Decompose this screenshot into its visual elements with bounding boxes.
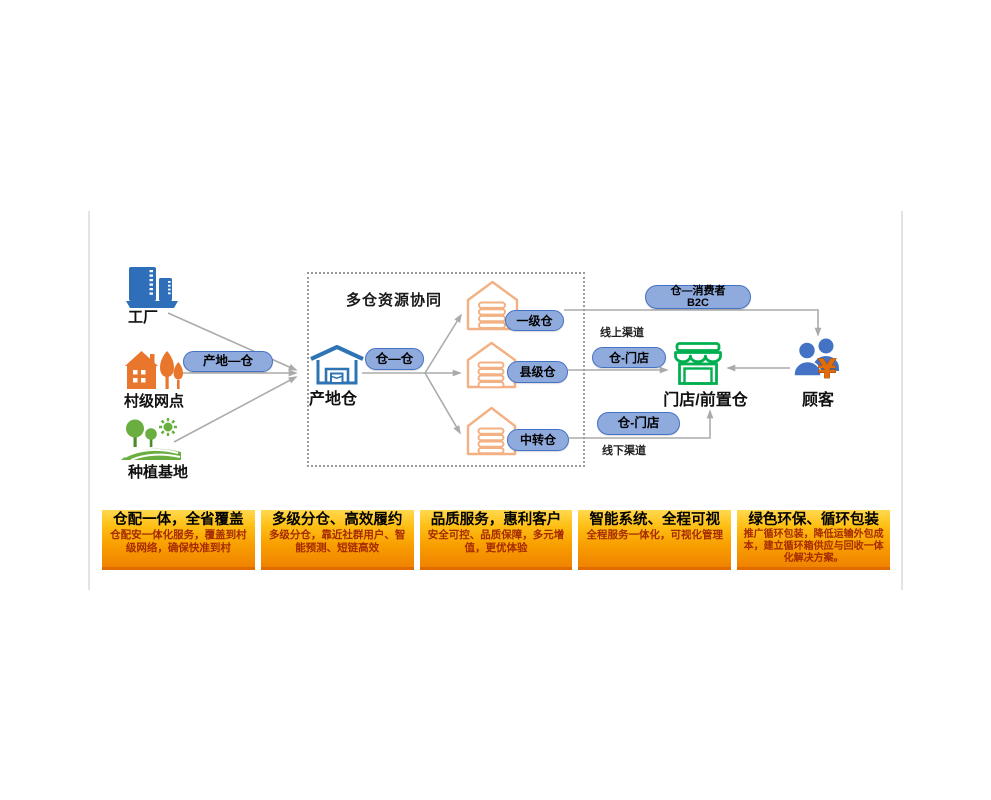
benefit-box-2: 多级分仓、高效履约 多级分仓，靠近社群用户、智能预测、短链高效 (260, 510, 414, 570)
benefit-title: 仓配一体，全省覆盖 (113, 512, 244, 528)
benefit-title: 多级分仓、高效履约 (271, 512, 403, 528)
pill-warehouse-to-consumer-line1: 仓—消费者 (670, 284, 726, 297)
pill-level1-warehouse: 一级仓 (505, 310, 564, 331)
benefit-box-5: 绿色环保、循环包装 推广循环包装，降低运输外包成本，建立循环箱供应与回收一体化解… (737, 510, 890, 570)
storefront-label: 门店/前置仓 (663, 392, 748, 409)
benefit-body: 全程服务一体化，可视化管理 (586, 529, 724, 541)
village-network-icon (125, 349, 183, 390)
storefront-icon (672, 342, 724, 385)
customer-label: 顾客 (801, 392, 834, 409)
village-network-label: 村级网点 (124, 393, 185, 410)
pill-county-warehouse: 县级仓 (507, 361, 568, 383)
pill-origin-to-warehouse: 产地—仓 (183, 351, 273, 372)
slide-edge-right (901, 211, 903, 590)
benefit-title: 绿色环保、循环包装 (748, 512, 879, 528)
benefit-body: 推广循环包装，降低运输外包成本，建立循环箱供应与回收一体化解决方案。 (743, 529, 884, 564)
multi-warehouse-group-box (307, 272, 585, 467)
customer-icon: ¥ (793, 337, 843, 381)
benefit-box-3: 品质服务，惠利客户 安全可控、品质保障，多元增值，更优体验 (419, 510, 573, 570)
benefit-box-1: 仓配一体，全省覆盖 仓配安一体化服务，覆盖到村级网络，确保快准到村 (102, 510, 255, 570)
county-warehouse-icon (465, 340, 518, 390)
benefit-title: 品质服务，惠利客户 (430, 512, 562, 528)
offline-channel-label: 线下渠道 (602, 445, 646, 457)
online-channel-label: 线上渠道 (600, 327, 644, 339)
pill-warehouse-to-warehouse: 仓—仓 (365, 348, 424, 370)
origin-warehouse-label: 产地仓 (309, 391, 358, 408)
factory-label: 工厂 (128, 309, 159, 326)
pill-warehouse-to-consumer-line2: B2C (686, 296, 709, 309)
pill-warehouse-to-consumer: 仓—消费者 B2C (645, 285, 751, 309)
benefit-boxes: 仓配一体，全省覆盖 仓配安一体化服务，覆盖到村级网络，确保快准到村 多级分仓、高… (102, 510, 890, 570)
pill-warehouse-to-store-online: 仓-门店 (592, 347, 666, 368)
planting-base-label: 种植基地 (128, 464, 189, 481)
pill-warehouse-to-store-offline: 仓-门店 (597, 412, 680, 435)
svg-text:¥: ¥ (818, 354, 837, 381)
transit-warehouse-icon (465, 405, 518, 457)
factory-icon (126, 262, 180, 309)
slide-edge-left (88, 211, 90, 590)
multi-warehouse-group-title: 多仓资源协同 (346, 292, 443, 309)
benefit-body: 安全可控、品质保障，多元增值，更优体验 (427, 529, 565, 554)
pill-transit-warehouse: 中转仓 (507, 429, 569, 451)
benefit-body: 多级分仓，靠近社群用户、智能预测、短链高效 (268, 529, 406, 554)
benefit-title: 智能系统、全程可视 (589, 512, 721, 528)
origin-warehouse-icon (310, 344, 364, 385)
benefit-box-4: 智能系统、全程可视 全程服务一体化，可视化管理 (578, 510, 732, 570)
benefit-body: 仓配安一体化服务，覆盖到村级网络，确保快准到村 (110, 529, 247, 554)
planting-base-icon (121, 417, 183, 460)
